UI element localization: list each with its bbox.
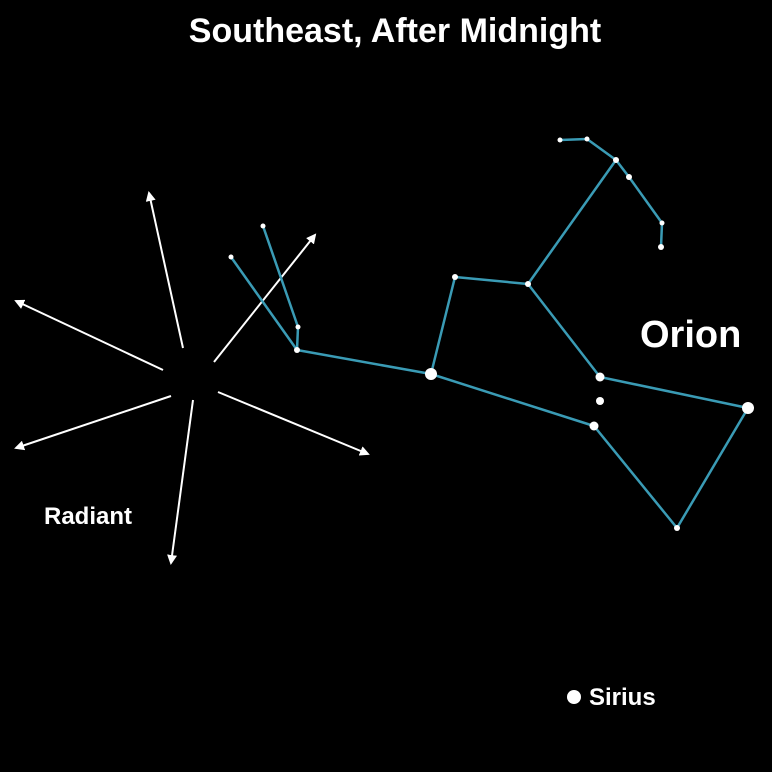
star xyxy=(659,220,665,226)
meteor-arrow-lower-left xyxy=(14,395,172,451)
star xyxy=(626,174,632,180)
star xyxy=(674,525,680,531)
star xyxy=(452,274,458,280)
star xyxy=(294,347,300,353)
orion-club-line xyxy=(558,137,664,249)
radiant-arrows xyxy=(14,191,370,565)
star xyxy=(525,281,531,287)
star xyxy=(584,136,590,142)
star-rigel xyxy=(742,402,754,414)
star xyxy=(260,223,266,229)
star xyxy=(613,157,619,163)
meteor-arrow-upper-left xyxy=(14,299,164,371)
star xyxy=(295,324,301,330)
star xyxy=(557,137,563,143)
star xyxy=(228,254,234,260)
orion-label: Orion xyxy=(640,314,741,356)
orion-stars xyxy=(228,136,754,531)
chart-title: Southeast, After Midnight xyxy=(189,12,601,50)
sirius-star xyxy=(567,690,581,704)
meteor-arrow-down xyxy=(167,399,194,565)
orion-shield-line-1 xyxy=(229,255,299,352)
star-betelgeuse xyxy=(425,368,437,380)
meteor-arrow-up xyxy=(145,191,184,349)
sirius-label: Sirius xyxy=(589,684,656,711)
star xyxy=(658,244,664,250)
star xyxy=(589,421,599,431)
star xyxy=(595,372,605,382)
orion-raised-arm-line xyxy=(429,158,618,376)
meteor-arrow-upper-right xyxy=(213,233,317,363)
radiant-label: Radiant xyxy=(44,503,132,530)
star xyxy=(596,397,604,405)
meteor-arrow-lower-right xyxy=(217,391,370,456)
